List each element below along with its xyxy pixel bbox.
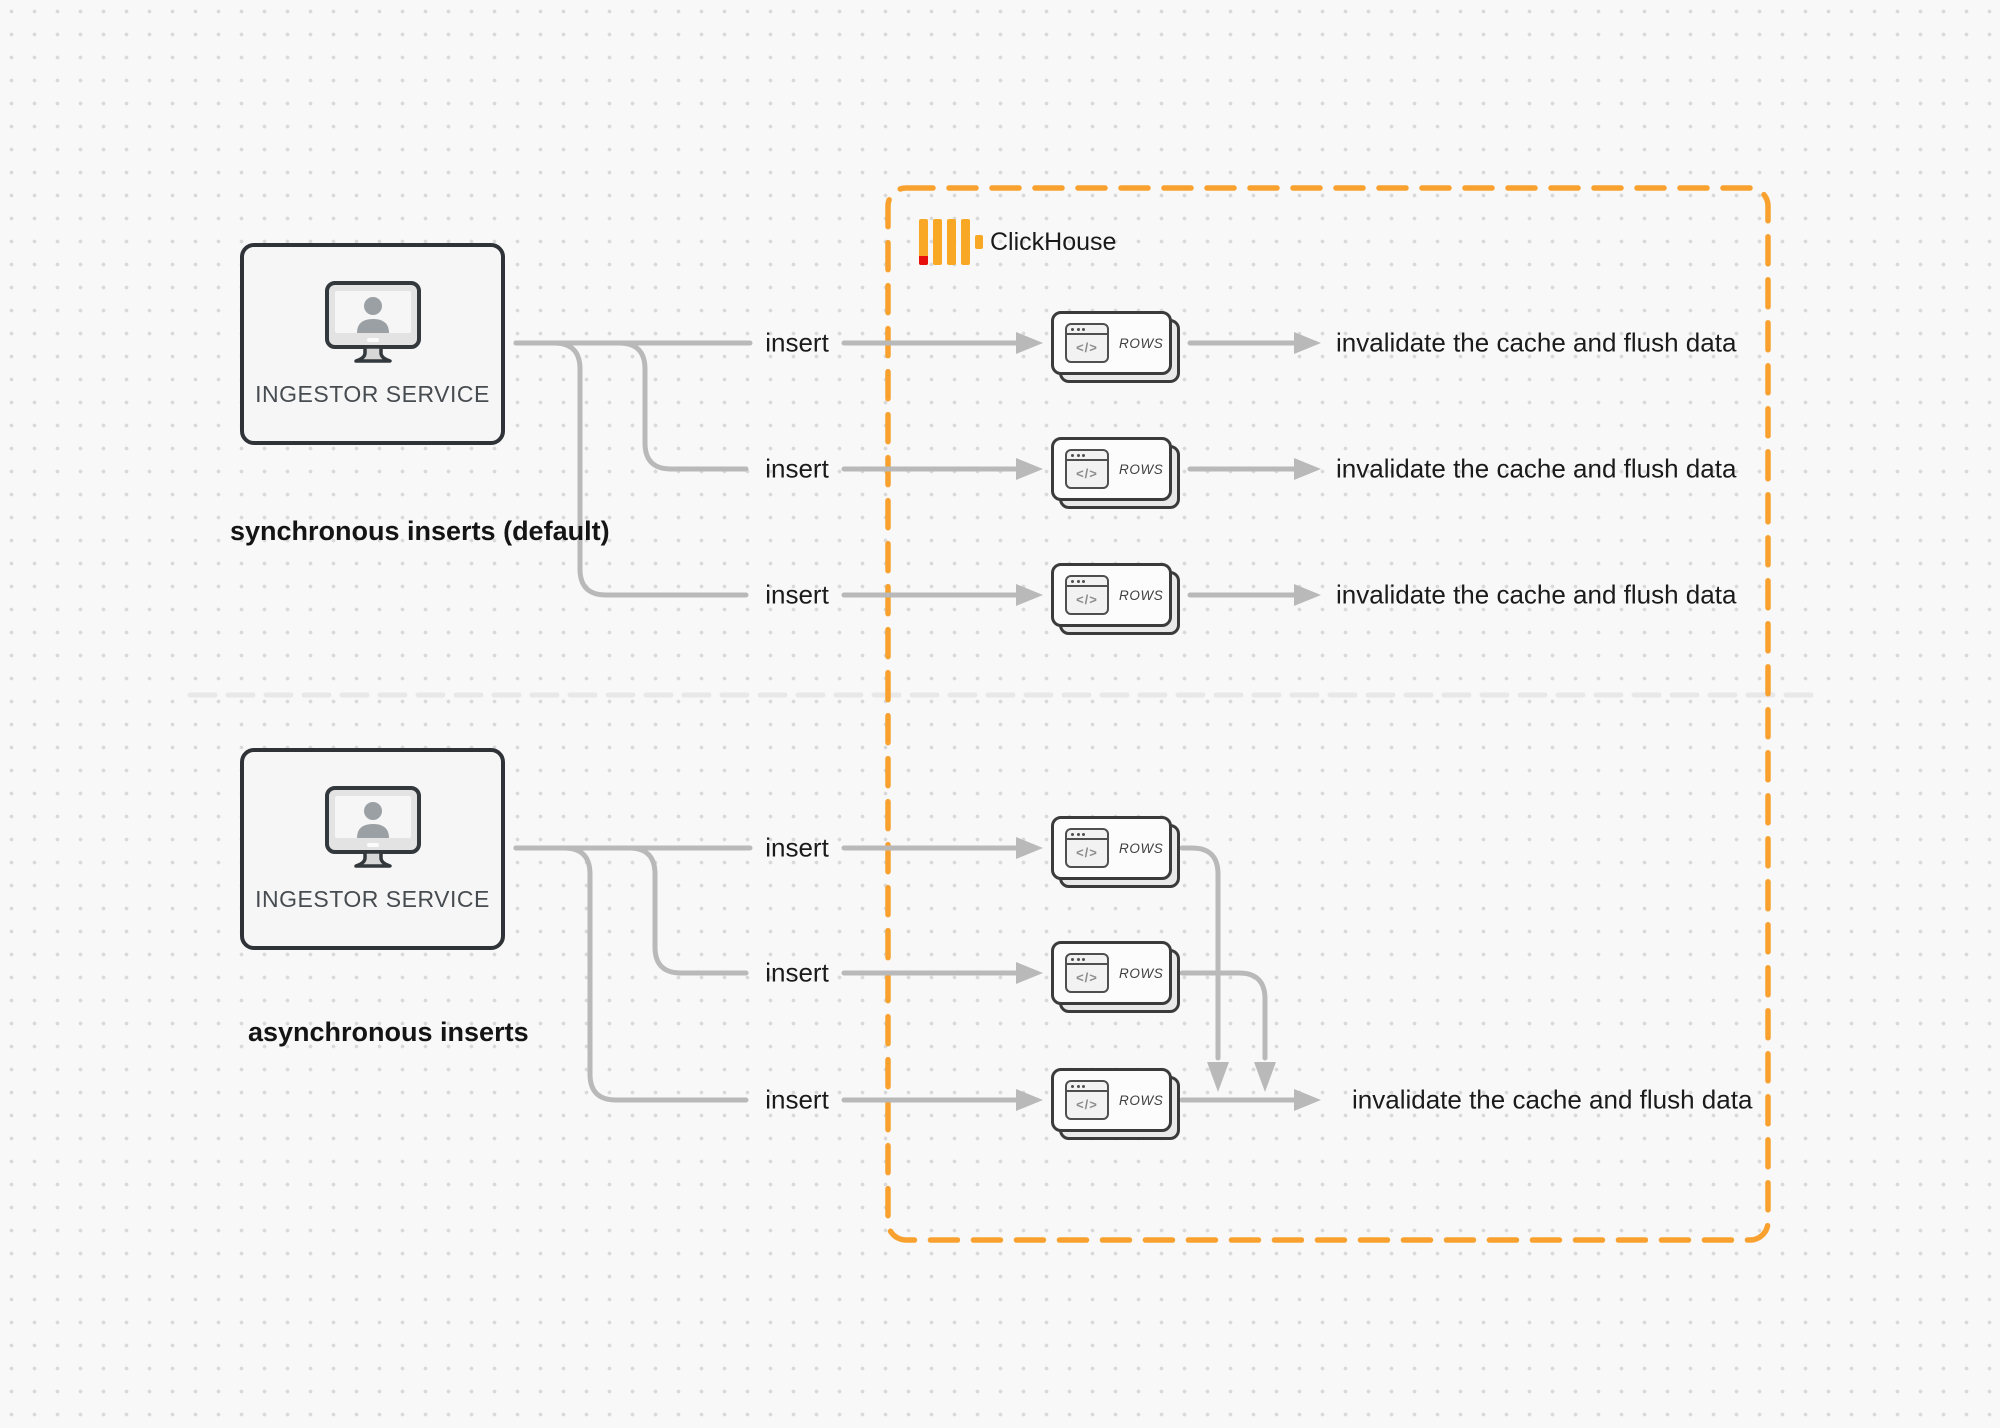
rows-card: </> ROWS bbox=[1051, 816, 1180, 888]
insert-label: insert bbox=[765, 832, 829, 863]
rows-card-label: ROWS bbox=[1119, 840, 1164, 856]
clickhouse-logo-icon bbox=[919, 219, 983, 265]
rows-card: </> ROWS bbox=[1051, 437, 1180, 509]
async-merge-arrowhead-2 bbox=[1254, 1062, 1276, 1092]
insert-label: insert bbox=[765, 579, 829, 610]
rows-card-front: </> ROWS bbox=[1051, 816, 1172, 880]
ingestor-service-label: INGESTOR SERVICE bbox=[255, 885, 490, 912]
sync-result-arrowhead-3 bbox=[1294, 584, 1321, 606]
async-branch-row2-line bbox=[513, 845, 749, 976]
rows-card-front: </> ROWS bbox=[1051, 563, 1172, 627]
rows-card-front: </> ROWS bbox=[1051, 311, 1172, 375]
ingestor-service-label: INGESTOR SERVICE bbox=[255, 380, 490, 407]
clickhouse-logo-bar bbox=[947, 219, 956, 265]
clickhouse-dashed-border bbox=[885, 185, 1771, 1243]
clickhouse-logo-bar bbox=[933, 219, 942, 265]
clickhouse-logo-bar bbox=[961, 219, 970, 265]
insert-label: insert bbox=[765, 1084, 829, 1115]
rows-card-label: ROWS bbox=[1119, 1092, 1164, 1108]
code-window-icon: </> bbox=[1065, 323, 1109, 363]
ingestor-service-node-sync: INGESTOR SERVICE bbox=[240, 243, 505, 445]
insert-label: insert bbox=[765, 327, 829, 358]
sync-section-caption: synchronous inserts (default) bbox=[230, 516, 610, 546]
sync-branch-row2-line bbox=[513, 340, 749, 472]
sync-insert-arrowhead-2 bbox=[1016, 458, 1043, 480]
monitor-user-icon bbox=[324, 785, 421, 868]
async-result-arrowhead bbox=[1294, 1089, 1321, 1111]
rows-card-front: </> ROWS bbox=[1051, 1068, 1172, 1132]
rows-card: </> ROWS bbox=[1051, 311, 1180, 383]
code-window-icon: </> bbox=[1065, 449, 1109, 489]
rows-card-front: </> ROWS bbox=[1051, 941, 1172, 1005]
rows-card-label: ROWS bbox=[1119, 461, 1164, 477]
async-merge-row2-line bbox=[1179, 970, 1268, 1061]
async-merge-row1-line bbox=[1179, 845, 1221, 1061]
code-window-icon: </> bbox=[1065, 575, 1109, 615]
async-insert-arrowhead-2 bbox=[1016, 962, 1043, 984]
insert-label: insert bbox=[765, 957, 829, 988]
clickhouse-title: ClickHouse bbox=[990, 228, 1117, 256]
sync-insert-arrowhead-1 bbox=[1016, 332, 1043, 354]
invalidate-cache-label: invalidate the cache and flush data bbox=[1336, 453, 1737, 484]
code-window-icon: </> bbox=[1065, 953, 1109, 993]
sync-result-arrowhead-1 bbox=[1294, 332, 1321, 354]
clickhouse-logo-bar bbox=[919, 219, 928, 265]
rows-card-front: </> ROWS bbox=[1051, 437, 1172, 501]
sync-insert-arrowhead-3 bbox=[1016, 584, 1043, 606]
async-insert-arrowhead-3 bbox=[1016, 1089, 1043, 1111]
invalidate-cache-label: invalidate the cache and flush data bbox=[1336, 327, 1737, 358]
ingestor-service-node-async: INGESTOR SERVICE bbox=[240, 748, 505, 950]
rows-card: </> ROWS bbox=[1051, 563, 1180, 635]
insert-label: insert bbox=[765, 453, 829, 484]
monitor-user-icon bbox=[324, 280, 421, 363]
rows-card-label: ROWS bbox=[1119, 335, 1164, 351]
sync-branch-row3-line bbox=[513, 340, 749, 598]
code-window-icon: </> bbox=[1065, 828, 1109, 868]
rows-card: </> ROWS bbox=[1051, 941, 1180, 1013]
sync-result-arrowhead-2 bbox=[1294, 458, 1321, 480]
rows-card: </> ROWS bbox=[1051, 1068, 1180, 1140]
rows-card-label: ROWS bbox=[1119, 965, 1164, 981]
clickhouse-logo-bar-short bbox=[975, 235, 983, 249]
code-window-icon: </> bbox=[1065, 1080, 1109, 1120]
invalidate-cache-label: invalidate the cache and flush data bbox=[1352, 1084, 1753, 1115]
async-insert-arrowhead-1 bbox=[1016, 837, 1043, 859]
async-merge-arrowhead-1 bbox=[1207, 1062, 1229, 1092]
invalidate-cache-label: invalidate the cache and flush data bbox=[1336, 579, 1737, 610]
rows-card-label: ROWS bbox=[1119, 587, 1164, 603]
async-section-caption: asynchronous inserts bbox=[248, 1017, 529, 1047]
async-branch-row3-line bbox=[513, 845, 749, 1103]
clickhouse-logo-red-accent bbox=[919, 256, 928, 265]
